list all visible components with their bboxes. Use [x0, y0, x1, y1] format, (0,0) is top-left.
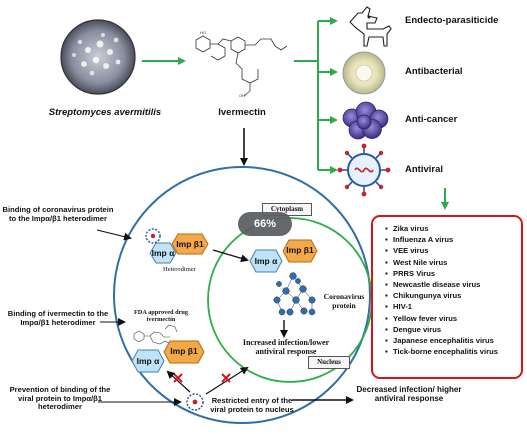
cell-membrane — [113, 166, 371, 424]
nucleus-label: Nucleus — [308, 356, 350, 369]
virus-list-item: Influenza A virus — [385, 234, 517, 245]
label-binding-ivermectin: Binding of ivermectin to the Impα/β1 het… — [7, 309, 109, 327]
virus-list-item: Yellow fever virus — [385, 313, 517, 324]
application-antiviral: Antiviral — [405, 164, 444, 175]
ivermectin-structure-icon: HO OH — [195, 30, 288, 98]
virus-icon — [337, 143, 391, 197]
label-prevention: Prevention of binding of the viral prote… — [9, 385, 111, 412]
virus-list: Zika virus Influenza A virus VEE virus W… — [371, 215, 523, 379]
heterodimer-nucleus — [249, 239, 318, 273]
fda-label: FDA approved drug ivermectin — [133, 309, 189, 324]
virus-particle-bottom-icon — [186, 393, 204, 411]
coronavirus-particle-icon — [145, 228, 161, 244]
virus-list-item: Japanese encephalitis virus — [385, 335, 517, 346]
antibacterial-plate-icon — [342, 51, 386, 95]
imp-alpha-label: Imp α — [254, 256, 278, 266]
label-binding-coronavirus: Binding of coronavirus protein to the Im… — [2, 205, 114, 223]
blocked-path-arrows — [166, 366, 249, 395]
heterodimer-drug-bound — [131, 340, 205, 373]
cancer-cell-icon — [342, 101, 389, 140]
block-cross-icon — [173, 373, 231, 383]
application-anticancer: Anti-cancer — [405, 114, 458, 125]
application-antibacterial: Antibacterial — [405, 66, 463, 77]
virus-list-item: Zika virus — [385, 223, 517, 234]
svg-text:HO: HO — [200, 30, 206, 35]
green-flow-arrows — [142, 17, 449, 210]
heterodimer-label: Heterodimer — [163, 266, 196, 273]
nucleus-outcome-label: Increased infection/lower antiviral resp… — [242, 338, 330, 357]
virus-list-item: PRRS Virus — [385, 268, 517, 279]
virus-list-item: HIV-1 — [385, 301, 517, 312]
virus-list-item: Newcastle disease virus — [385, 279, 517, 290]
coronavirus-protein-cluster — [273, 272, 316, 316]
heterodimer-cytoplasm — [149, 233, 209, 264]
drug-structure-small — [133, 324, 178, 345]
virus-list-item: Dengue virus — [385, 324, 517, 335]
coronavirus-protein-label: Coronavirus protein — [323, 292, 365, 310]
imp-alpha-label: Imp α — [136, 356, 160, 366]
label-outcome: Decreased infection/ higher antiviral re… — [356, 385, 462, 404]
svg-text:OH: OH — [239, 93, 245, 98]
imp-beta-label: Imp β1 — [176, 239, 204, 249]
virus-list-item: VEE virus — [385, 245, 517, 256]
side-pointer-lines — [96, 229, 182, 406]
imp-alpha-label: Imp α — [151, 248, 175, 258]
virus-list-item: Chikungunya virus — [385, 290, 517, 301]
restricted-entry-label: Restricted entry of the viral protein to… — [210, 396, 294, 414]
drug-label: Ivermectin — [218, 107, 266, 118]
imp-beta-label: Imp β1 — [286, 245, 314, 255]
organism-label: Streptomyces avermitilis — [48, 107, 162, 118]
imp-beta-label: Imp β1 — [170, 346, 198, 356]
virus-list-item: West Nile virus — [385, 257, 517, 268]
arrow-into-nucleus — [212, 249, 249, 263]
virus-list-item: Tick-borne encephalitis virus — [385, 346, 517, 357]
progress-badge: 66% — [238, 212, 292, 236]
dog-icon — [349, 6, 392, 47]
petri-dish-icon — [60, 19, 136, 95]
application-endecto: Endecto-parasiticide — [405, 15, 499, 26]
